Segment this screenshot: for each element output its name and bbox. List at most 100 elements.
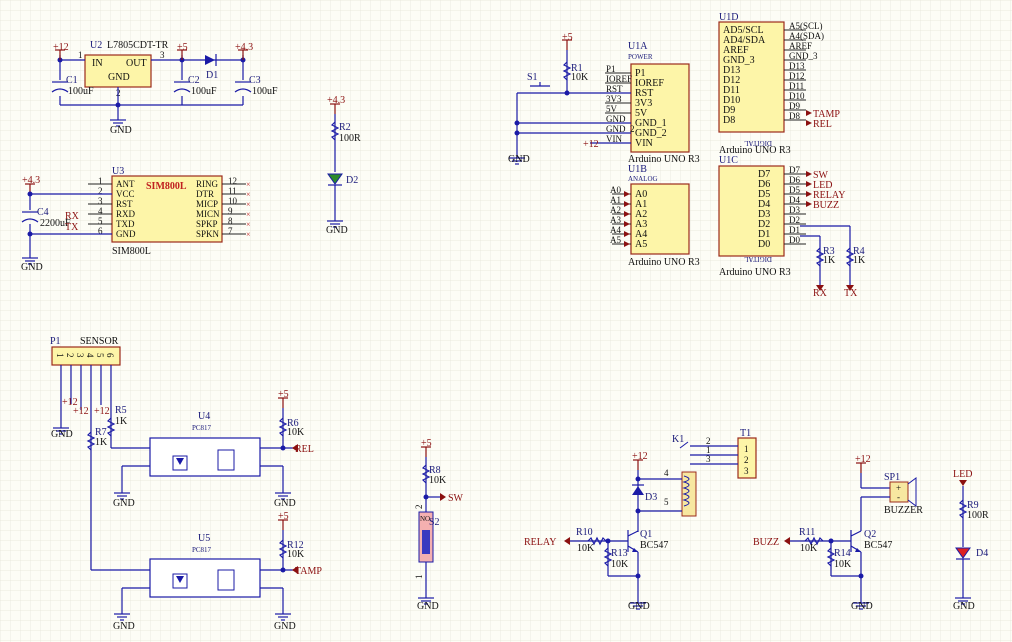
u1c-wire-label: D5	[789, 185, 800, 195]
d2-gnd: GND	[326, 225, 348, 236]
u3-pin-micp: MICP	[196, 199, 218, 209]
r11-val: 10K	[800, 543, 818, 554]
u1c-rx-net: RX	[813, 288, 828, 299]
u3-ref: U3	[112, 166, 124, 177]
u1d-pin-d13: D13	[723, 65, 740, 76]
u1c-wire-label: D1	[789, 225, 800, 235]
u2-pin3: 3	[160, 50, 165, 60]
u1d-wire-label: GND_3	[789, 51, 818, 61]
u1c-relay-net: RELAY	[813, 190, 845, 201]
u1a-pwr: +5	[562, 32, 573, 43]
u3-pin-num: 7	[228, 226, 233, 236]
u1a-part: Arduino UNO R3	[628, 154, 700, 165]
sp1-ref: SP1	[884, 472, 900, 483]
u1a-wire-label: RST	[606, 84, 623, 94]
reg-pwr-12: +12	[53, 42, 69, 53]
u3-pin-num: 4	[98, 206, 103, 216]
sp1-buzzer[interactable]	[889, 481, 909, 503]
u1a-chip[interactable]	[630, 63, 690, 153]
u2-regulator[interactable]	[84, 54, 152, 88]
d1-diode-icon	[205, 55, 215, 65]
u1c-pin-d0: D0	[758, 239, 770, 250]
sim-tx-label: TX	[65, 222, 79, 233]
u4-optocoupler[interactable]	[149, 437, 261, 477]
u1c-wire-label: D0	[789, 235, 800, 245]
u3-pin-num: 12	[228, 176, 237, 186]
r12-ref: R12	[287, 540, 304, 551]
no-connect-icon: ×	[246, 200, 251, 209]
r9-ref: R9	[967, 500, 979, 511]
p1-pin-num: 1	[55, 353, 65, 358]
u5-gnd: GND	[113, 621, 135, 632]
u1b-wire-label: A3	[610, 215, 621, 225]
u1c-ref: U1C	[719, 155, 738, 166]
r7-val: 1K	[95, 437, 108, 448]
u1d-sub: DIGITAL	[744, 139, 772, 147]
k1-n4: 4	[664, 468, 669, 478]
u1a-pin-gnd_1: GND_1	[635, 118, 667, 129]
u3-pin-num: 6	[98, 226, 103, 236]
u3-pin-num: 8	[228, 216, 233, 226]
k1-n3: 3	[706, 454, 711, 464]
u1d-pin-d12: D12	[723, 75, 740, 86]
reg-gnd: GND	[110, 125, 132, 136]
u1c-chip[interactable]	[718, 165, 785, 257]
p1-sensor-connector[interactable]	[51, 346, 121, 366]
sim-pwr: +4.3	[22, 175, 40, 186]
u1d-pin-gnd_3: GND_3	[723, 55, 755, 66]
u1b-wire-label: A2	[610, 205, 621, 215]
u3-pin-num: 5	[98, 216, 103, 226]
switch-s2-block: +5 R8 10K SW NO S2 2 1 GND	[414, 438, 464, 612]
u1a-pin-3v3: 3V3	[635, 98, 652, 109]
led-d4-block: LED R9 100R D4 GND	[953, 469, 989, 612]
u1d-pin-ad5-scl: AD5/SCL	[723, 25, 764, 36]
u3-pin-num: 2	[98, 186, 103, 196]
sim-gnd: GND	[21, 262, 43, 273]
u1a-pin-5v: 5V	[635, 108, 648, 119]
u3-pin-ring: RING	[196, 179, 218, 189]
relay-pwr: +12	[632, 451, 648, 462]
u1b-chip[interactable]	[630, 183, 690, 255]
u1c-led-net: LED	[813, 180, 832, 191]
u1b-port-icon	[624, 191, 630, 197]
p1-pin-num: 4	[85, 353, 95, 358]
u3-sim800l[interactable]	[111, 175, 223, 243]
u5-optocoupler[interactable]	[149, 558, 261, 598]
reg-pwr-43: +4.3	[235, 42, 253, 53]
u1a-pin-gnd_2: GND_2	[635, 128, 667, 139]
u1c-sw-net: SW	[813, 170, 829, 181]
u1c-pin-d6: D6	[758, 179, 770, 190]
u1c-buzz-net: BUZZ	[813, 200, 839, 211]
u1a-wire-label: IOREF	[606, 74, 632, 84]
r6-pwr: +5	[278, 389, 289, 400]
u1d-part: Arduino UNO R3	[719, 145, 791, 156]
u1c-wire-label: D2	[789, 215, 800, 225]
opto-rel-net: REL	[295, 444, 314, 455]
u3-pin-spkp: SPKP	[196, 219, 218, 229]
u3-pin-num: 9	[228, 206, 233, 216]
u3-pin-num: 3	[98, 196, 103, 206]
c2-ref: C2	[188, 75, 200, 86]
buzz-net: BUZZ	[753, 537, 779, 548]
u1d-chip[interactable]	[718, 21, 785, 133]
u1b-part: Arduino UNO R3	[628, 257, 700, 268]
u1d-tamp-net: TAMP	[813, 109, 840, 120]
u1b-port-icon	[624, 241, 630, 247]
q1-part: BC547	[640, 540, 668, 551]
no-connect-icon: ×	[246, 210, 251, 219]
k1-n5: 5	[664, 497, 669, 507]
q2-part: BC547	[864, 540, 892, 551]
led-d2-block: +4.3 R2 100R D2 GND	[326, 95, 361, 236]
t1-terminal[interactable]	[737, 437, 757, 479]
u3-pin-num: 11	[228, 186, 237, 196]
no-connect-icon: ×	[246, 190, 251, 199]
u1b-port-icon	[624, 221, 630, 227]
u5-ref: U5	[198, 533, 210, 544]
u1b-sub: ANALOG	[628, 175, 658, 183]
sim800-block: U3 SIM800L SIM800L ANT1VCC2RST3RXD4TXD5G…	[21, 166, 251, 273]
buzzer-block: +12 + - SP1 BUZZER Q2 BC547 R11 10K BUZZ…	[753, 454, 923, 612]
p1-pin-num: 3	[75, 353, 85, 358]
r12-val: 10K	[287, 549, 305, 560]
